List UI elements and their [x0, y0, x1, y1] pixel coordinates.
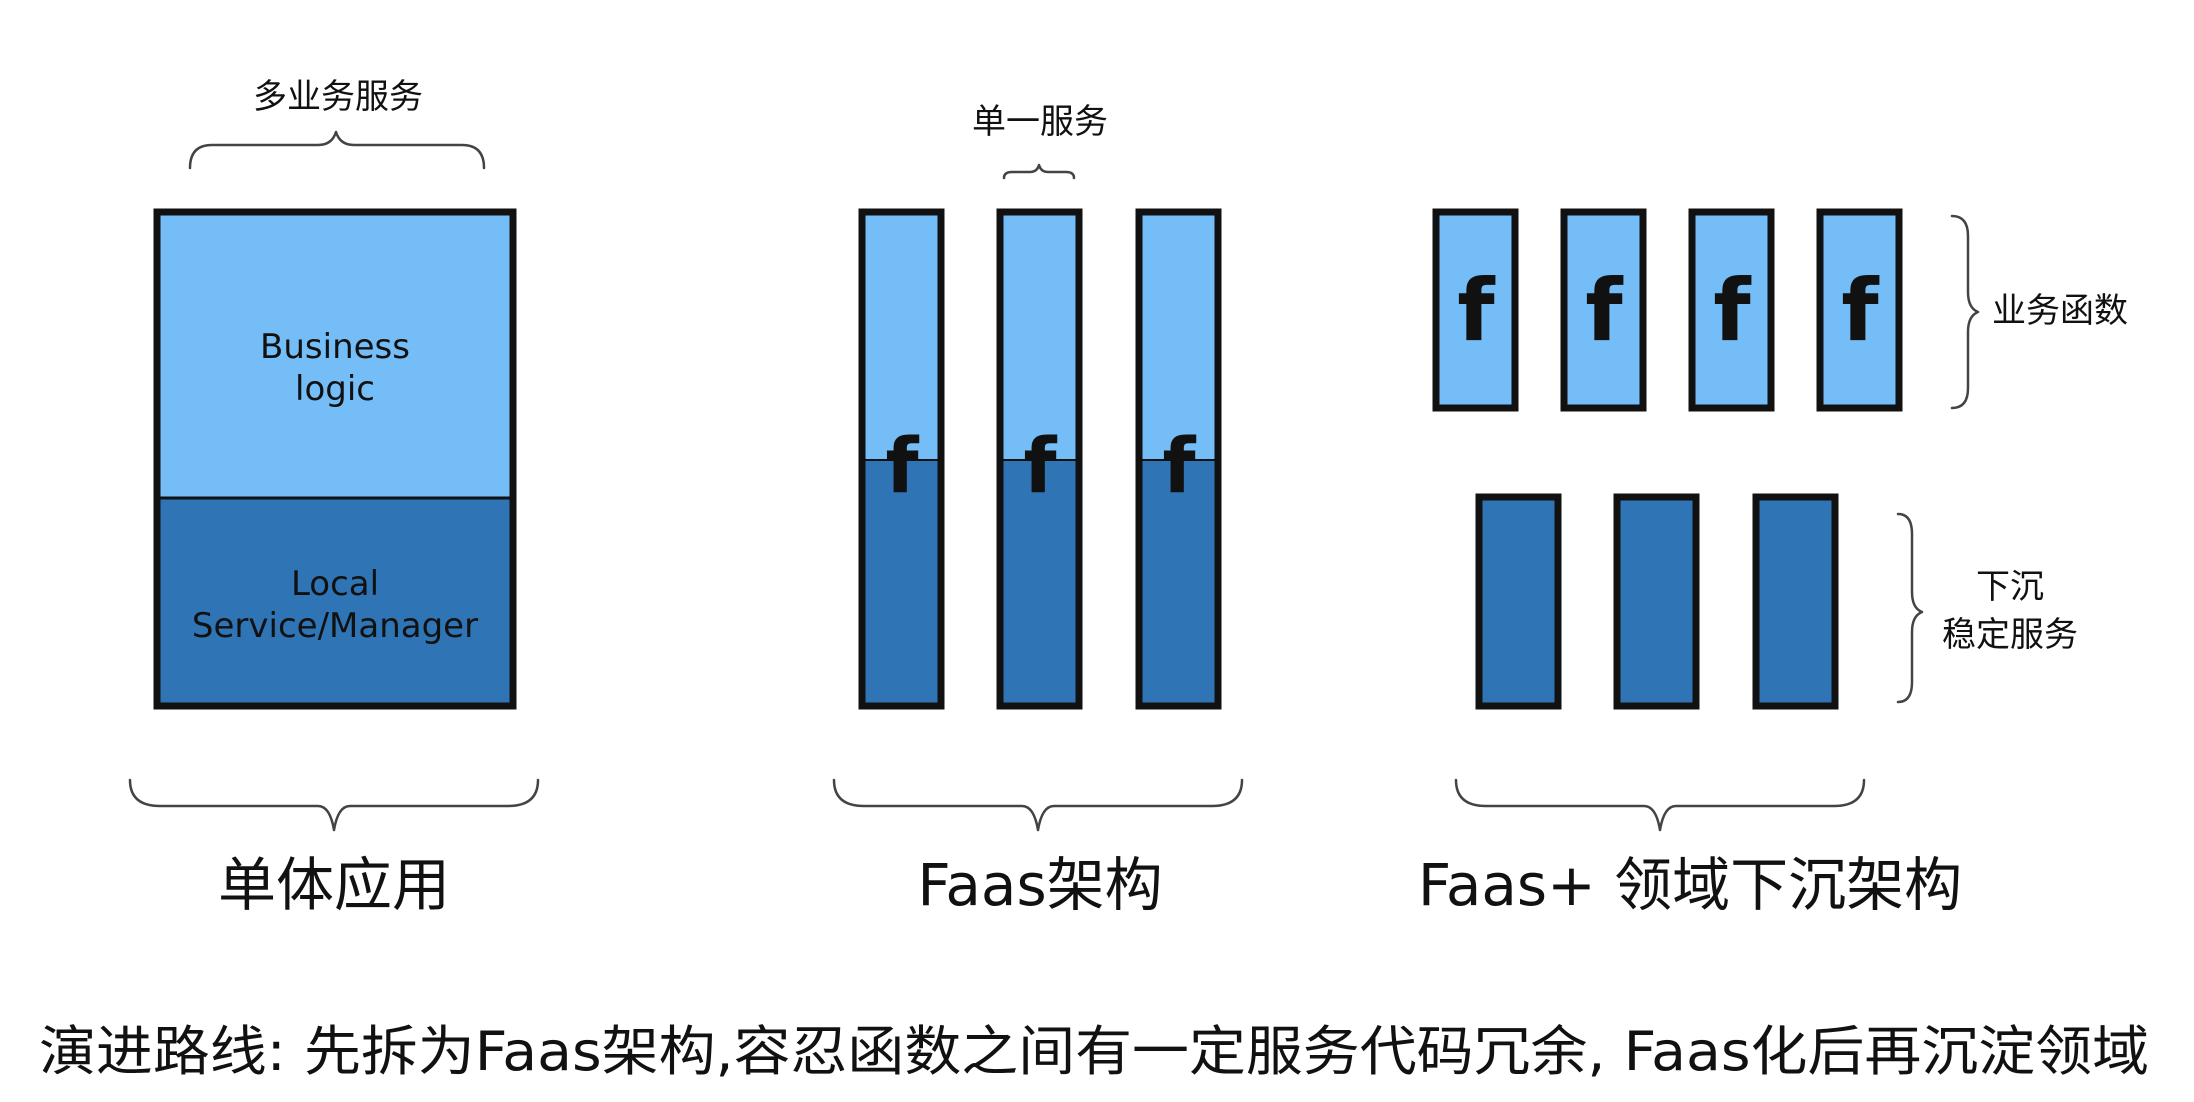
monolith-box-outline: [153, 208, 517, 710]
business-functions-label: 业务函数: [1992, 291, 2128, 331]
faas-plus-bottom-brace: [1454, 778, 1866, 832]
monolith-caption: 单体应用: [218, 851, 450, 919]
local-service-label-line1: Local: [291, 564, 379, 604]
business-function-box-2: f: [1560, 208, 1647, 412]
faas-function-column-2: f: [996, 208, 1083, 710]
faas-function-column-3: f: [1135, 208, 1222, 710]
function-symbol: f: [1585, 261, 1624, 361]
function-symbol: f: [1713, 261, 1752, 361]
faas-caption: Faas架构: [917, 851, 1162, 919]
function-symbol: f: [1023, 421, 1057, 510]
sink-services-label-line1: 下沉: [1976, 567, 2044, 607]
evolution-route-footer: 演进路线: 先拆为Faas架构,容忍函数之间有一定服务代码冗余, Faas化后再…: [39, 1020, 2149, 1083]
faas-plus-section: f f f f 业务函数 下沉 稳定服务 Faas+ 领域下沉架构: [1418, 208, 2128, 919]
business-logic-label-line2: logic: [295, 369, 375, 409]
sink-services-brace: [1896, 512, 1924, 704]
faas-bottom-brace: [832, 778, 1244, 832]
sink-services-label-line2: 稳定服务: [1942, 615, 2078, 655]
function-symbol: f: [1457, 261, 1496, 361]
business-logic-label-line1: Business: [260, 327, 410, 367]
monolith-top-brace: [188, 130, 486, 170]
sink-service-box-3: [1752, 493, 1839, 710]
function-symbol: f: [885, 421, 919, 510]
faas-top-brace-label: 单一服务: [972, 102, 1108, 142]
business-function-box-3: f: [1688, 208, 1775, 412]
monolith-top-brace-label: 多业务服务: [253, 77, 423, 117]
function-symbol: f: [1162, 421, 1196, 510]
monolith-section: 多业务服务 Business logic Local Service/Manag…: [128, 77, 540, 919]
business-function-box-4: f: [1816, 208, 1903, 412]
sink-service-box-1: [1475, 493, 1562, 710]
function-symbol: f: [1841, 261, 1880, 361]
faas-section: 单一服务 f f f Faas架构: [832, 102, 1244, 919]
local-service-layer: [157, 498, 513, 706]
faas-function-column-1: f: [858, 208, 945, 710]
faas-top-brace: [1002, 163, 1076, 180]
business-logic-layer: [157, 212, 513, 498]
business-function-box-1: f: [1432, 208, 1519, 412]
local-service-label-line2: Service/Manager: [192, 606, 478, 646]
business-functions-brace: [1950, 214, 1980, 410]
monolith-bottom-brace: [128, 778, 540, 832]
faas-plus-caption: Faas+ 领域下沉架构: [1418, 851, 1962, 919]
sink-service-box-2: [1613, 493, 1700, 710]
